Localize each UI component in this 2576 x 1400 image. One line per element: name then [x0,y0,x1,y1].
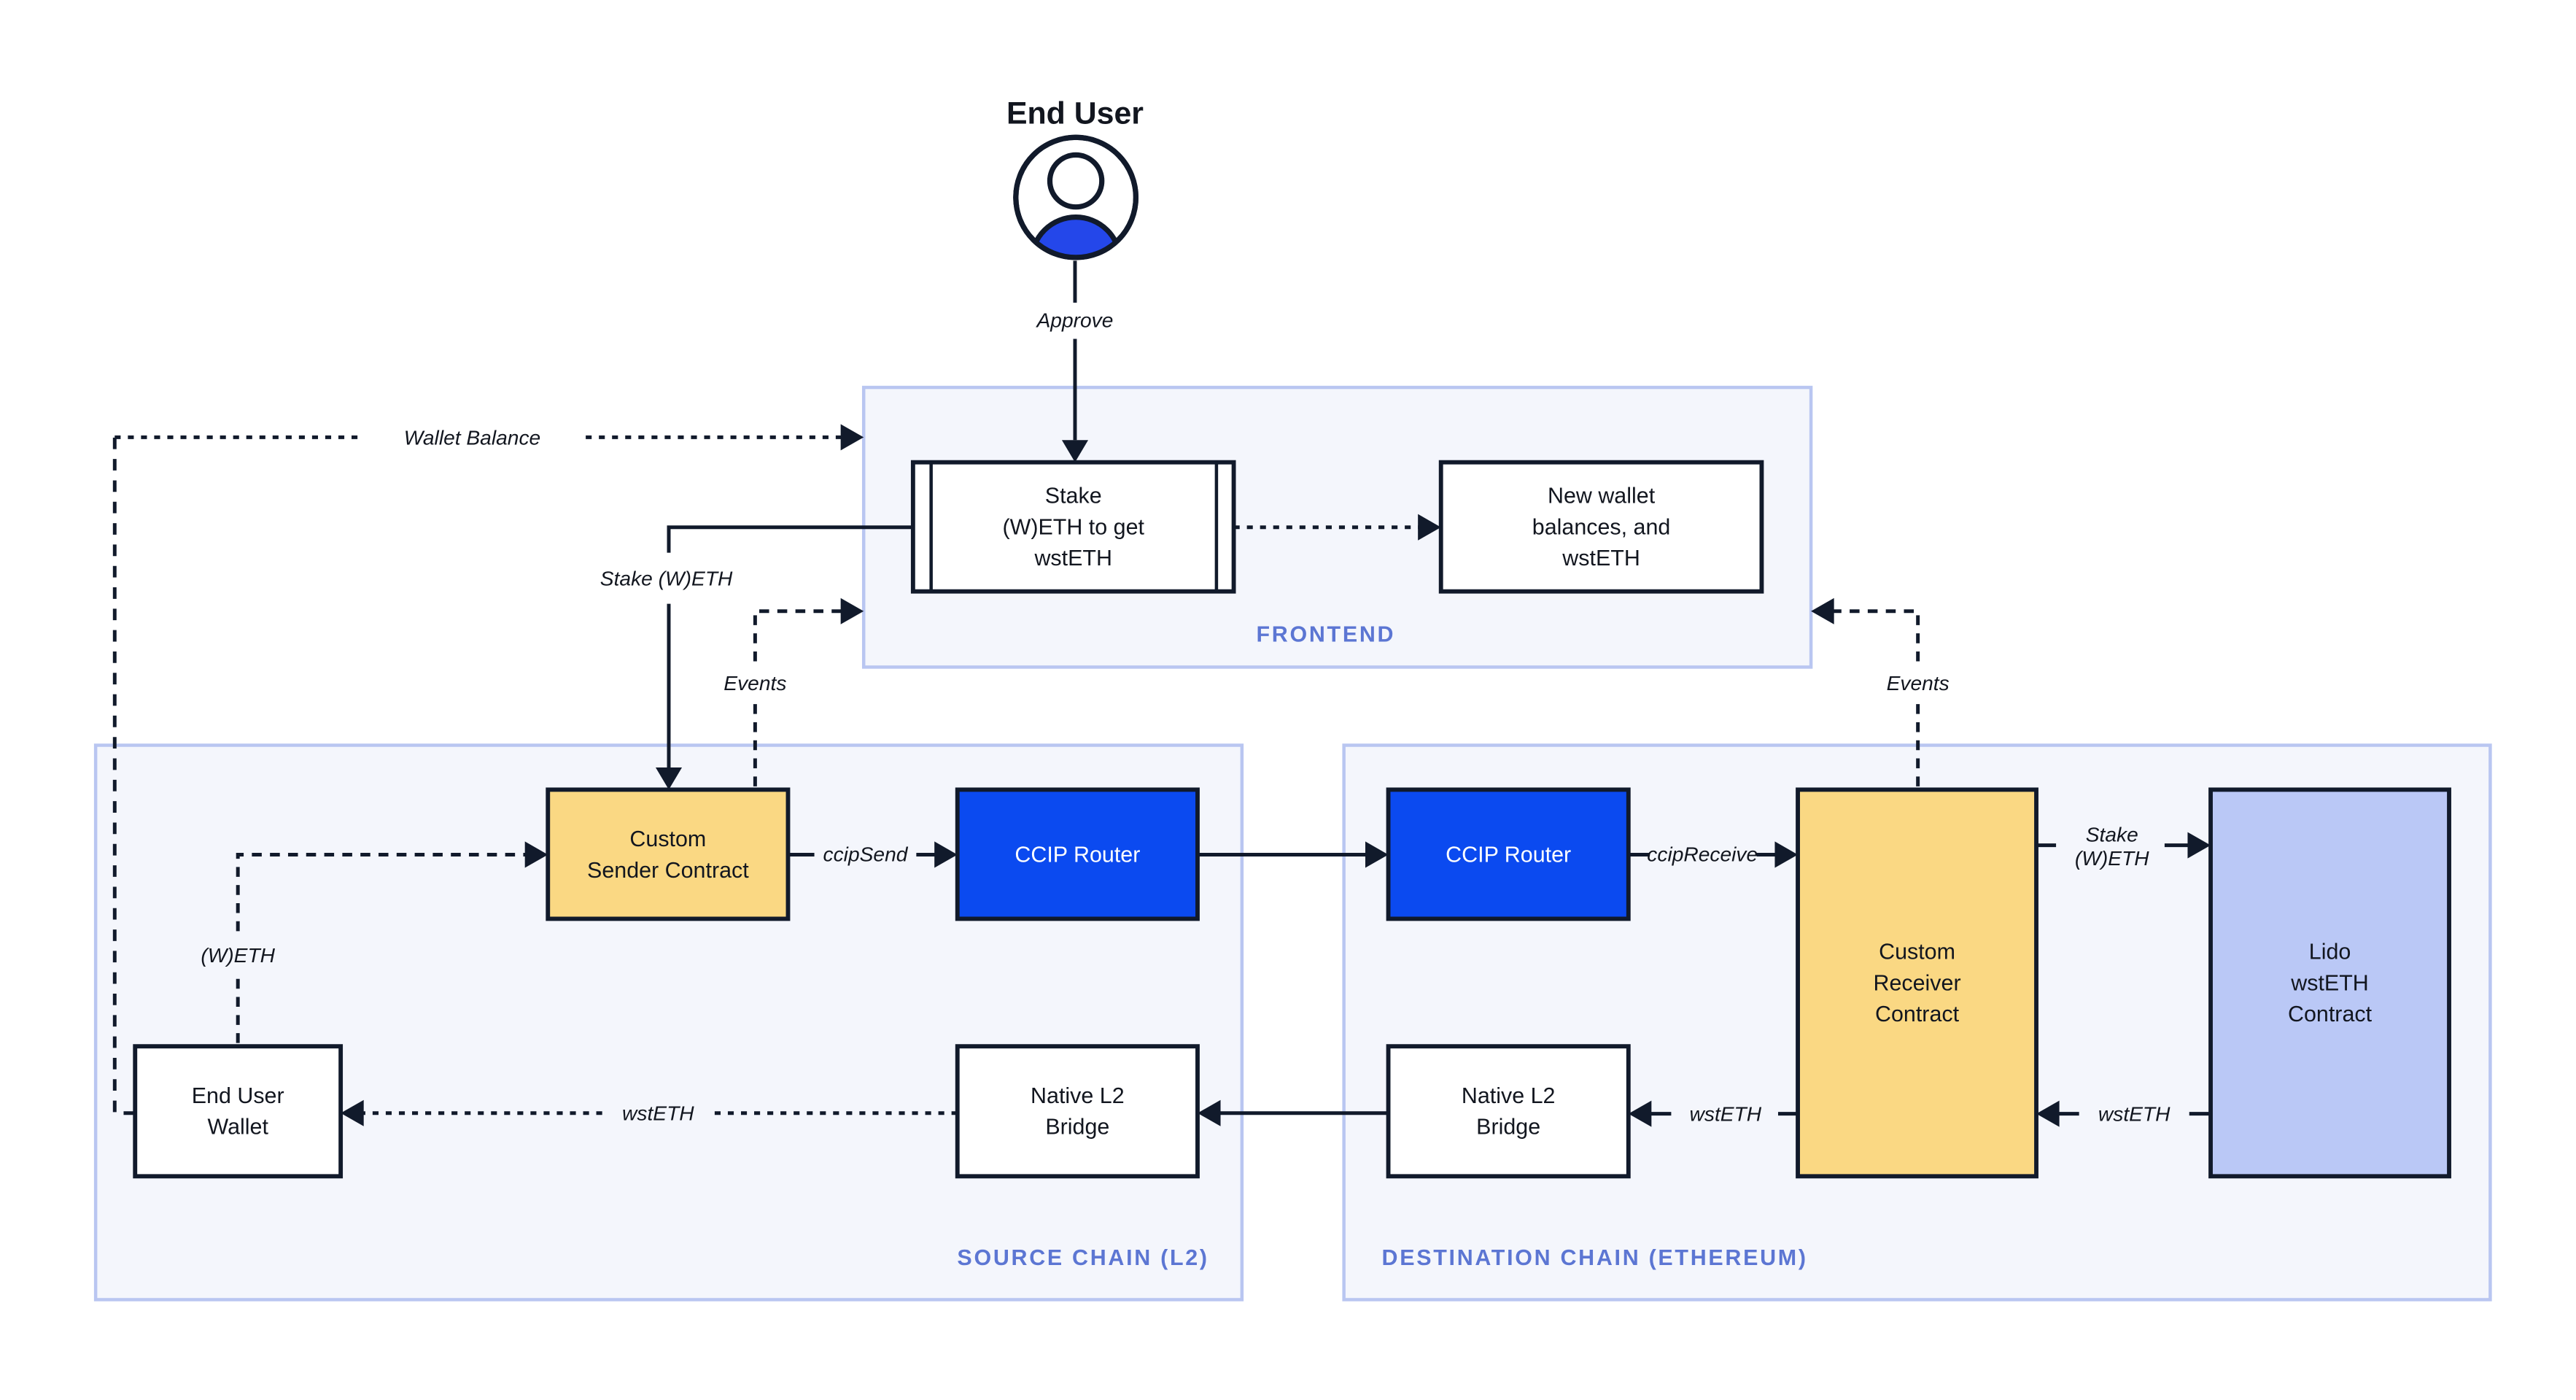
events-right-label: Events [1887,671,1950,695]
custom-receiver-line2: Receiver [1873,970,1960,995]
node-lido-contract: Lido wstETH Contract [2208,787,2451,1179]
native-bridge-dest-line2: Bridge [1476,1115,1540,1140]
edge-bridge-link [1197,1099,1389,1126]
destination-chain-label: DESTINATION CHAIN (ETHEREUM) [1382,1245,1808,1270]
arrowhead-left-icon [1628,1100,1652,1127]
node-custom-sender: Custom Sender Contract [546,787,791,921]
arrowhead-left-icon [1197,1099,1221,1126]
approve-label: Approve [1036,309,1114,332]
arrowhead-down-icon [1061,440,1089,463]
lido-line1: Lido [2309,940,2351,964]
edge-router-link [1197,841,1389,868]
lido-line2: wstETH [2290,970,2369,995]
edge-stake-to-newwallet [1233,514,1441,541]
frontend-container-label: FRONTEND [1256,622,1395,646]
arrowhead-right-icon [840,424,864,451]
wallet-balance-label: Wallet Balance [404,425,540,449]
custom-receiver-line1: Custom [1879,940,1955,964]
ccip-router-source-label: CCIP Router [1015,842,1140,867]
end-user-wallet-line1: End User [192,1083,284,1108]
edge-ccipreceive: ccipReceive [1628,841,1799,868]
custom-sender-line2: Sender Contract [587,858,749,883]
node-ccip-router-source: CCIP Router [955,787,1200,921]
arrowhead-left-icon [341,1099,364,1126]
person-icon-ring [1013,134,1139,260]
edge-wsteth-lido: wstETH [2036,1100,2211,1127]
arrowhead-right-icon [524,841,548,868]
new-wallet-line3: wstETH [1561,546,1640,571]
lido-line3: Contract [2288,1002,2373,1026]
edge-weth: (W)ETH [201,841,548,1043]
new-wallet-line1: New wallet [1548,483,1656,508]
custom-sender-line1: Custom [629,827,706,851]
ccipreceive-label: ccipReceive [1647,842,1758,865]
native-bridge-dest-line1: Native L2 [1462,1083,1556,1108]
arrowhead-left-icon [1811,597,1834,624]
edge-events-left: Events [723,597,864,786]
wsteth-receiver-label: wstETH [1690,1102,1762,1126]
node-stake-box: Stake (W)ETH to get wstETH [910,460,1236,594]
edge-ccipsend: ccipSend [788,841,958,868]
edge-wsteth-wallet: wstETH [341,1099,958,1126]
arrowhead-right-icon [934,841,958,868]
stake-weth-dest-label-line2: (W)ETH [2075,846,2149,870]
source-chain-label: SOURCE CHAIN (L2) [957,1245,1209,1270]
native-bridge-source-line2: Bridge [1045,1115,1109,1140]
node-native-bridge-source: Native L2 Bridge [955,1044,1200,1179]
arrowhead-right-icon [2187,832,2211,859]
stake-box-line1: Stake [1045,483,1102,508]
node-native-bridge-dest: Native L2 Bridge [1386,1044,1631,1179]
node-ccip-router-dest: CCIP Router [1386,787,1631,921]
edge-stake-weth-dest: Stake (W)ETH [2036,822,2211,870]
stake-box-line2: (W)ETH to get [1002,514,1144,539]
arrowhead-right-icon [1418,514,1441,541]
ccipsend-label: ccipSend [823,842,909,865]
stake-weth-dest-label-line1: Stake [2086,822,2138,846]
edge-wallet-balance: Wallet Balance [112,424,864,1115]
ccip-router-dest-label: CCIP Router [1446,842,1571,867]
weth-label: (W)ETH [201,943,275,967]
arrowhead-right-icon [1774,841,1799,868]
arrowhead-right-icon [1365,841,1389,868]
node-new-wallet-box: New wallet balances, and wstETH [1438,460,1764,594]
end-user-wallet-line2: Wallet [207,1115,268,1140]
stake-weth-label: Stake (W)ETH [600,567,733,590]
edge-approve: Approve [1036,260,1114,463]
edge-events-right: Events [1811,597,1950,786]
wsteth-wallet-label: wstETH [622,1102,694,1125]
person-icon [1013,134,1139,260]
edge-wsteth-receiver: wstETH [1628,1100,1799,1127]
native-bridge-source-line1: Native L2 [1031,1083,1125,1108]
person-icon-head [1047,152,1105,210]
edge-stake-weth: Stake (W)ETH [600,525,913,790]
arrowhead-down-icon [655,767,683,790]
person-icon-body [1028,214,1123,258]
node-custom-receiver: Custom Receiver Contract [1796,787,2038,1179]
arrowhead-right-icon [840,597,864,624]
arrowhead-left-icon [2036,1100,2060,1127]
wsteth-lido-label: wstETH [2098,1102,2170,1126]
end-user-title: End User [1006,96,1144,131]
custom-receiver-line3: Contract [1875,1002,1960,1026]
node-end-user-wallet: End User Wallet [133,1044,344,1179]
events-left-label: Events [723,671,786,695]
stake-box-line3: wstETH [1033,546,1112,571]
new-wallet-line2: balances, and [1532,514,1671,539]
